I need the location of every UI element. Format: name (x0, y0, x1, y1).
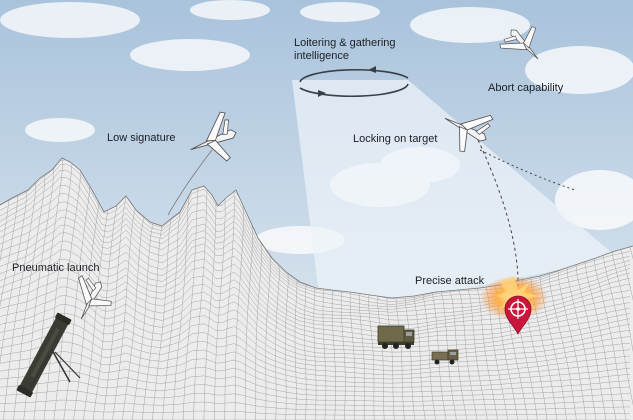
mesh-line (43, 163, 73, 420)
mesh-line (602, 255, 633, 420)
mesh-line (162, 211, 181, 420)
mesh-line (294, 279, 298, 420)
mesh-line (413, 295, 426, 420)
mesh-line (193, 189, 208, 420)
drone-icon (499, 26, 539, 60)
military-truck-icon (431, 349, 459, 365)
mesh-line (0, 194, 19, 420)
mesh-line (285, 273, 289, 420)
loiter-label: Loitering & gathering intelligence (294, 37, 396, 62)
mesh-line (234, 205, 244, 420)
mesh-line (3, 181, 37, 420)
abort-path (479, 149, 576, 191)
mesh-line (182, 187, 199, 420)
mesh-line (0, 361, 631, 393)
mesh-line (620, 249, 633, 420)
mesh-line (575, 264, 607, 420)
loiter-orbit-icon (299, 66, 409, 98)
mesh-line (152, 218, 172, 420)
mesh-line (255, 242, 262, 420)
mesh-line (112, 208, 136, 420)
mesh-line (0, 249, 631, 341)
mesh-line (458, 289, 478, 420)
mesh-line (476, 288, 498, 420)
mesh-line (386, 297, 395, 420)
mesh-line (0, 370, 631, 398)
mesh-line (0, 380, 631, 402)
low-signature-label: Low signature (107, 132, 176, 144)
mesh-line (395, 297, 405, 420)
mesh-line (83, 209, 109, 420)
mesh-line (584, 261, 617, 420)
mesh-line (214, 198, 226, 420)
mesh-line (13, 174, 46, 420)
tether-line (167, 149, 213, 216)
drone-icon (190, 111, 237, 162)
precise-label: Precise attack (415, 275, 485, 287)
mesh-line (172, 195, 190, 420)
mesh-line (593, 258, 627, 420)
mesh-line (122, 216, 145, 420)
mesh-line (0, 331, 631, 380)
locking-label: Locking on target (353, 133, 438, 145)
drone-icon (444, 114, 494, 152)
mesh-line (304, 284, 307, 420)
mesh-line (331, 290, 336, 420)
mesh-line (132, 222, 154, 420)
mesh-line (245, 224, 253, 420)
mesh-line (566, 267, 597, 420)
mesh-line (0, 313, 631, 371)
mesh-line (0, 409, 631, 416)
terrain-mesh (0, 158, 633, 420)
mesh-line (92, 204, 118, 420)
mesh-line (611, 251, 633, 420)
mesh-line (0, 258, 631, 345)
mesh-line (0, 351, 631, 388)
mesh-line (377, 296, 385, 420)
military-truck-icon (377, 325, 415, 349)
mesh-line (548, 273, 577, 420)
abort-label: Abort capability (488, 82, 564, 94)
pneumatic-label: Pneumatic launch (12, 262, 100, 274)
mesh-line (358, 293, 365, 420)
mesh-line (467, 289, 488, 420)
mesh-line (0, 286, 631, 357)
mesh-line (224, 191, 235, 420)
mesh-line (368, 294, 375, 420)
drone-icon (78, 275, 112, 320)
mesh-line (265, 255, 271, 420)
mesh-line (142, 225, 163, 420)
mesh-line (0, 341, 631, 384)
mesh-line (0, 322, 631, 376)
mesh-line (422, 294, 436, 420)
mesh-line (63, 186, 91, 420)
mesh-line (275, 264, 280, 420)
mesh-line (340, 291, 346, 420)
launch-tube-icon (16, 312, 81, 398)
mesh-line (102, 195, 127, 420)
sensor-beam (292, 80, 618, 318)
mesh-line (557, 270, 587, 420)
target-marker-icon (504, 295, 532, 335)
mesh-line (0, 190, 28, 420)
mesh-line (313, 287, 317, 420)
mesh-line (322, 288, 327, 420)
mesh-line (53, 171, 82, 420)
terrain (0, 158, 633, 420)
mesh-line (349, 292, 356, 420)
mesh-line (203, 202, 217, 420)
mesh-line (0, 268, 631, 349)
mesh-line (0, 199, 10, 420)
mesh-line (404, 296, 416, 420)
